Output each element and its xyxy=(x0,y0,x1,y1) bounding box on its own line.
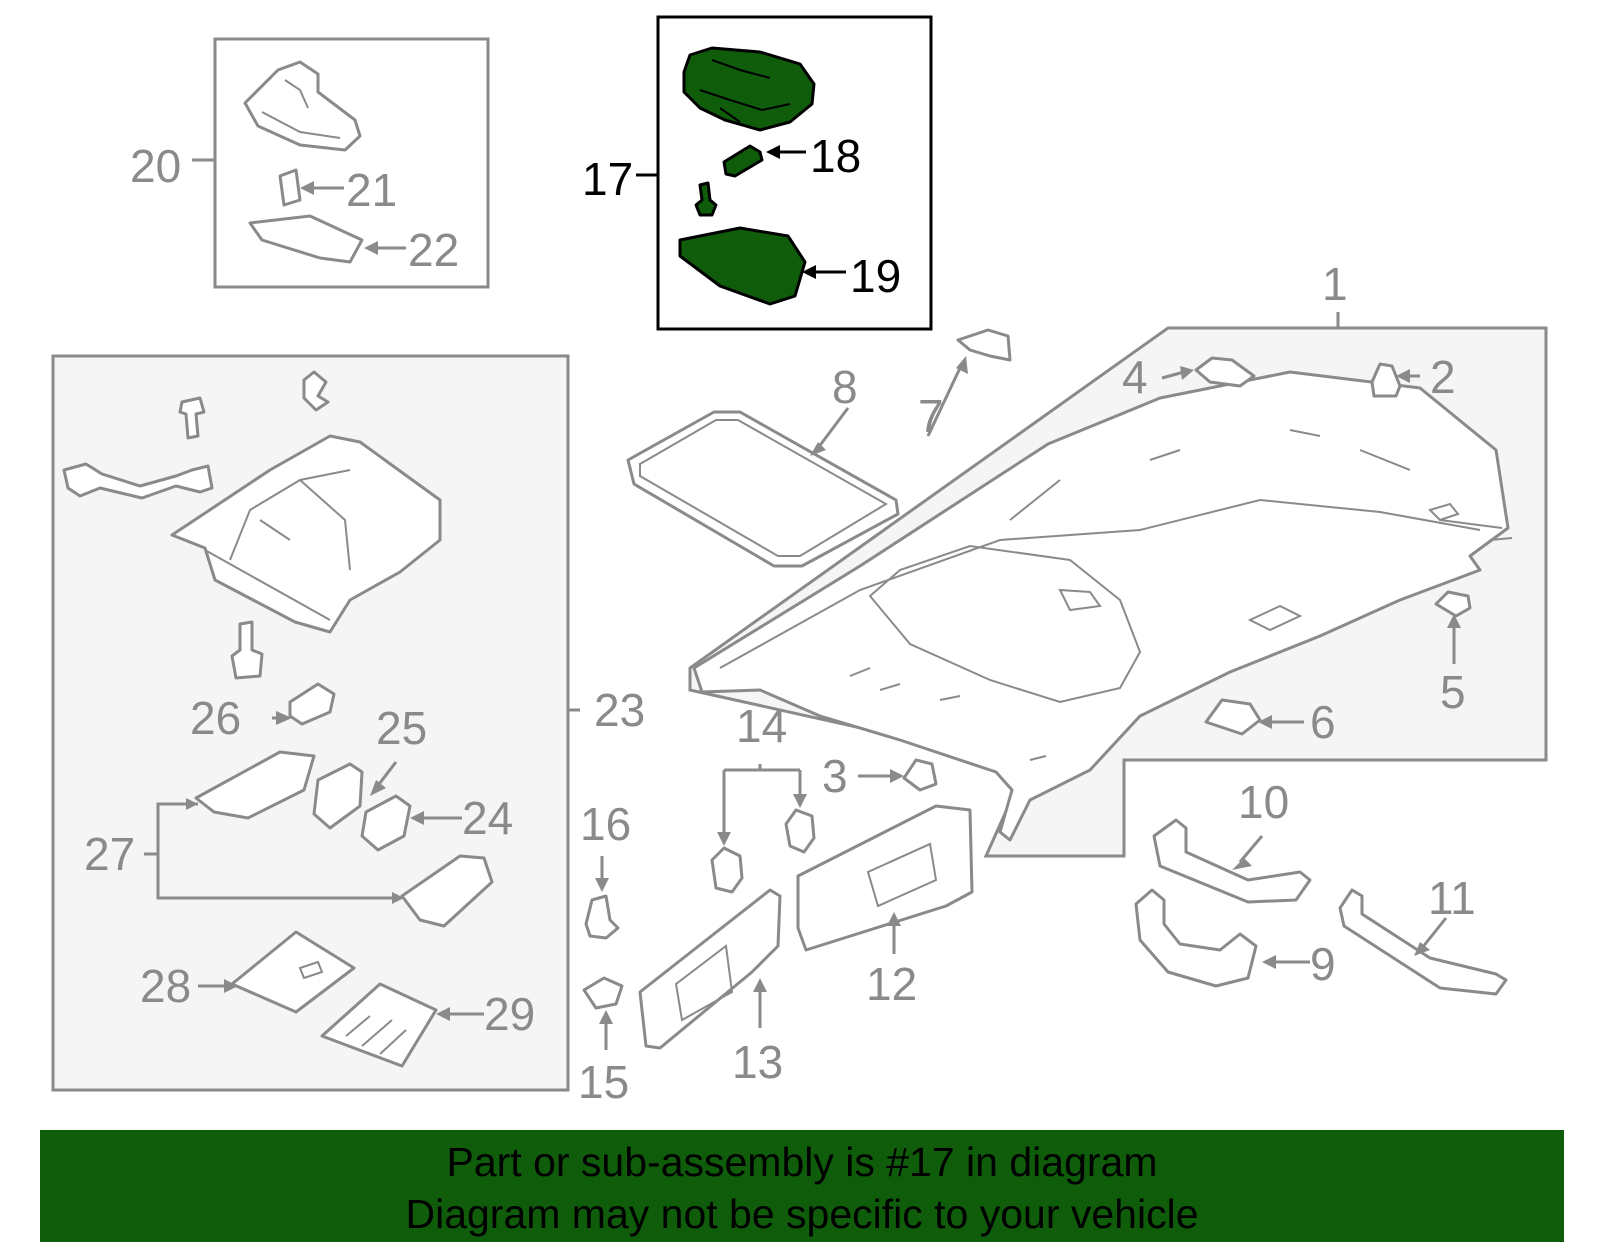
part-7-bracket[interactable] xyxy=(956,328,1012,362)
callout-4: 4 xyxy=(1122,351,1148,403)
part-28-lens[interactable] xyxy=(230,930,356,1014)
callout-29: 29 xyxy=(484,988,535,1040)
part-2-clip[interactable] xyxy=(1370,362,1402,398)
callout-11: 11 xyxy=(1428,872,1476,924)
group-box-17 xyxy=(656,15,933,331)
part-4-bracket[interactable] xyxy=(1194,356,1256,388)
callout-19: 19 xyxy=(850,250,901,302)
callout-17: 17 xyxy=(582,153,633,205)
part-29-lens[interactable] xyxy=(320,982,438,1068)
part-17-room-lamp[interactable] xyxy=(682,46,816,132)
part-21-bulb[interactable] xyxy=(278,168,302,207)
callout-5: 5 xyxy=(1440,666,1466,718)
banner-line-2: Diagram may not be specific to your vehi… xyxy=(405,1191,1199,1237)
part-27-trim-cover[interactable] xyxy=(194,750,494,928)
part-18-bulb[interactable] xyxy=(722,144,764,178)
callout-25: 25 xyxy=(376,702,427,754)
part-1-headliner[interactable] xyxy=(692,370,1513,842)
screw-icon xyxy=(178,370,330,680)
callout-8: 8 xyxy=(832,361,858,413)
callout-6: 6 xyxy=(1310,696,1336,748)
group-box-1 xyxy=(626,312,1548,858)
part-23-overhead-console[interactable] xyxy=(62,434,442,634)
notice-banner: Part or sub-assembly is #17 in diagram D… xyxy=(40,1130,1564,1242)
callout-23: 23 xyxy=(594,684,645,736)
callout-27: 27 xyxy=(84,828,135,880)
callout-3: 3 xyxy=(822,750,848,802)
part-15-clip[interactable] xyxy=(582,976,624,1010)
callout-2: 2 xyxy=(1430,351,1456,403)
callout-24: 24 xyxy=(462,792,513,844)
callout-labels: 1 2 3 4 5 6 7 8 9 10 11 12 13 14 15 16 1… xyxy=(84,130,1476,1108)
callout-14: 14 xyxy=(736,700,787,752)
part-8-sunroof-seal[interactable] xyxy=(626,410,900,568)
part-5-clip[interactable] xyxy=(1434,590,1472,618)
callout-28: 28 xyxy=(140,960,191,1012)
callout-18: 18 xyxy=(810,130,861,182)
callout-22: 22 xyxy=(408,224,459,276)
part-12-sun-visor[interactable] xyxy=(796,804,974,952)
part-19-lens[interactable] xyxy=(678,226,807,306)
callout-7: 7 xyxy=(918,390,944,442)
part-6-bracket[interactable] xyxy=(1204,698,1262,736)
callout-13: 13 xyxy=(732,1036,783,1088)
callout-9: 9 xyxy=(1310,938,1336,990)
part-3-clip[interactable] xyxy=(902,758,938,792)
part-11-bracket[interactable] xyxy=(1338,888,1508,996)
part-16-clip[interactable] xyxy=(584,894,620,940)
banner-line-1: Part or sub-assembly is #17 in diagram xyxy=(446,1139,1158,1185)
part-9-grab-handle[interactable] xyxy=(1134,888,1258,988)
callout-16: 16 xyxy=(580,798,631,850)
callout-1: 1 xyxy=(1322,258,1348,310)
callout-20: 20 xyxy=(130,140,181,192)
part-13-sun-visor[interactable] xyxy=(638,888,782,1050)
part-26-bulb[interactable] xyxy=(288,682,336,726)
group-box-20 xyxy=(213,37,490,289)
callout-10: 10 xyxy=(1238,776,1289,828)
part-20-map-lamp[interactable] xyxy=(243,60,362,152)
callout-26: 26 xyxy=(190,692,241,744)
group-box-23 xyxy=(51,354,580,1092)
part-24-lamp-socket[interactable] xyxy=(360,794,412,852)
part-14-clips[interactable] xyxy=(710,808,816,894)
part-10-bracket[interactable] xyxy=(1152,818,1312,904)
callout-21: 21 xyxy=(346,164,397,216)
part-25-lamp-socket[interactable] xyxy=(312,762,364,830)
screw-icon xyxy=(694,181,718,217)
part-22-lens[interactable] xyxy=(248,214,364,264)
callout-12: 12 xyxy=(866,958,917,1010)
callout-15: 15 xyxy=(578,1056,629,1108)
